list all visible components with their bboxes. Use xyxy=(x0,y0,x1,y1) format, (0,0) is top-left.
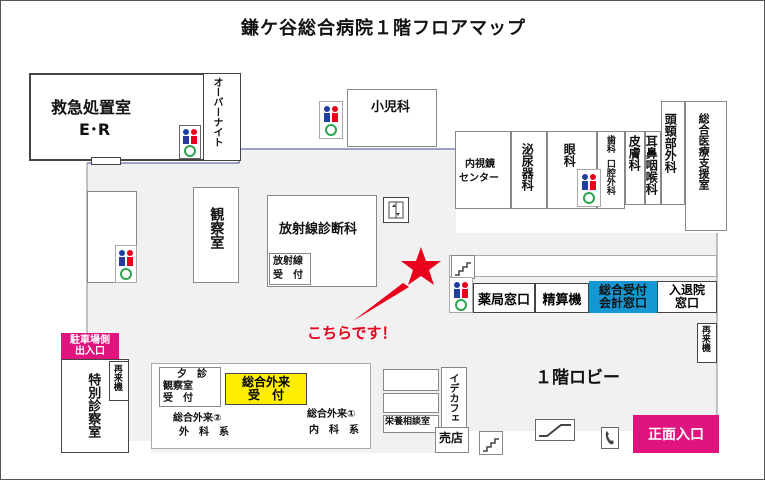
outpatient-reception-label-1: 総合外来 xyxy=(241,374,290,389)
admission-counter: 入退院 窓口 xyxy=(657,281,717,313)
oral-surgery-room xyxy=(597,131,625,209)
map-title: 鎌ケ谷総合病院１階フロアマップ xyxy=(241,18,526,39)
evening-label-3: 受 付 xyxy=(163,393,193,404)
overnight-room xyxy=(203,73,241,161)
nutrition-label: 栄養相談室 xyxy=(385,417,431,427)
er-label-1: 救急処置室 xyxy=(51,98,132,117)
stairs-icon xyxy=(479,431,503,459)
outpatient2-label-1: 総合外来② xyxy=(173,413,222,424)
restroom-icon xyxy=(319,101,343,143)
cafe-block xyxy=(383,369,439,391)
here-label: こちらです！ xyxy=(307,324,397,342)
evening-reception xyxy=(159,367,221,407)
radiology-reception xyxy=(269,253,311,285)
oral-surgery-small-label: 歯科 xyxy=(604,135,615,153)
admission-label-1: 入退院 xyxy=(668,282,705,297)
parking-label-1: 駐車場側 xyxy=(70,335,110,346)
escalator-icon xyxy=(535,419,575,445)
ent-room xyxy=(645,131,661,205)
urology-label: 泌尿器科 xyxy=(520,143,535,191)
parking-label-2: 出入口 xyxy=(75,346,105,357)
er-door xyxy=(91,157,121,165)
endoscopy-room xyxy=(455,131,511,209)
endoscopy-label-1: 内視鏡 xyxy=(465,159,495,170)
outpatient1-label-2: 内 科 系 xyxy=(309,425,359,436)
restroom-icon xyxy=(449,277,473,317)
dermatology-label: 皮膚科 xyxy=(627,135,642,171)
here-arrow xyxy=(353,283,409,321)
here-star-icon xyxy=(399,245,443,291)
special-exam-label: 特別診察室 xyxy=(85,373,101,438)
endoscopy-label-2: センター xyxy=(459,173,499,184)
head-neck-room xyxy=(661,101,685,205)
outpatient2-label-2: 外 科 系 xyxy=(179,427,229,438)
cafe-label: イデカフェ xyxy=(447,373,458,423)
observation-label: 観察室 xyxy=(208,207,225,249)
main-entrance: 正面入口 xyxy=(633,415,719,453)
revisit-right-label: 再来機 xyxy=(699,325,710,352)
outpatient-reception-label-2: 受 付 xyxy=(247,388,284,402)
er-label-2: E･R xyxy=(79,120,111,139)
cafe-block-2 xyxy=(383,393,439,413)
pediatrics-label: 小児科 xyxy=(371,100,411,115)
medical-support-room xyxy=(685,101,727,231)
revisit-left-label: 再来機 xyxy=(111,364,122,391)
restroom-icon xyxy=(115,245,137,287)
revisit-machine-right xyxy=(697,323,717,363)
ent-label: 耳鼻咽喉科 xyxy=(644,135,659,195)
evening-label-2: 観察室 xyxy=(163,381,193,392)
overnight-label: オーバーナイト xyxy=(211,77,222,147)
corridor-strip xyxy=(449,255,717,277)
head-neck-label: 頭頸部外科 xyxy=(663,113,678,173)
radiology-reception-label-2: 受 付 xyxy=(273,270,303,281)
urology-room xyxy=(511,131,547,209)
restroom-icon xyxy=(179,125,201,163)
general-reception-label-2: 会計窓口 xyxy=(598,296,647,310)
dermatology-room xyxy=(625,131,645,205)
pharmacy-counter: 薬局窓口 xyxy=(473,283,535,313)
outpatient1-label-1: 総合外来① xyxy=(307,409,356,420)
evening-label-1: 夕 診 xyxy=(177,369,207,380)
outpatient-reception: 総合外来 受 付 xyxy=(225,373,307,405)
lobby-label: １階ロビー xyxy=(535,368,620,388)
shop-room xyxy=(435,427,469,453)
oral-surgery-label: 口腔外科 xyxy=(604,159,615,195)
radiology-label: 放射線診断科 xyxy=(279,222,358,237)
restroom-icon xyxy=(577,169,601,211)
nutrition-room xyxy=(383,415,439,433)
general-reception: 総合受付 会計窓口 xyxy=(589,281,657,313)
parking-entrance: 駐車場側 出入口 xyxy=(61,333,119,359)
pediatrics-room xyxy=(347,89,437,147)
phone-icon xyxy=(601,427,619,453)
main-entrance-label: 正面入口 xyxy=(648,427,704,443)
general-reception-label-1: 総合受付 xyxy=(598,282,647,297)
admission-label-2: 窓口 xyxy=(674,296,699,310)
shop-label: 売店 xyxy=(439,431,464,445)
pharmacy-label: 薬局窓口 xyxy=(477,292,530,308)
elevator-icon xyxy=(383,197,409,227)
medical-support-label: 総合医療支援室 xyxy=(697,113,711,190)
payment-label: 精算機 xyxy=(542,292,582,308)
revisit-machine-left xyxy=(109,361,129,401)
radiology-reception-label-1: 放射線 xyxy=(273,256,303,267)
observation-room xyxy=(193,187,239,283)
ophthalmology-label: 眼科 xyxy=(562,143,577,167)
payment-machine: 精算機 xyxy=(535,283,589,313)
